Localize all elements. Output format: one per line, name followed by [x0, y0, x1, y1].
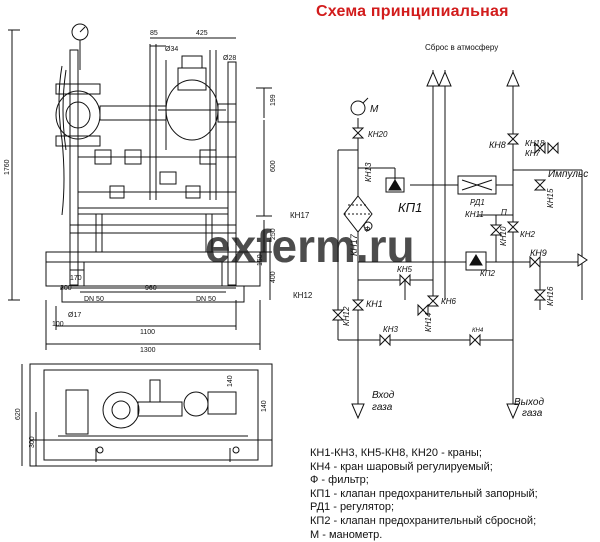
label-kh12: КН12	[342, 306, 351, 326]
dn-outlet: DN 50	[196, 296, 216, 303]
legend-item: Ф - фильтр;	[310, 474, 369, 487]
dim-d28: Ø28	[223, 55, 236, 62]
label-p: П	[501, 208, 507, 217]
label-kp2: КП2	[480, 269, 496, 278]
dim-170: 170	[70, 275, 82, 282]
dim-1300: 1300	[140, 347, 156, 354]
dim-620: 620	[15, 408, 22, 420]
label-kh16: КН16	[546, 286, 555, 306]
label-kh2: КН2	[520, 230, 535, 239]
label-kh4: КН4	[472, 328, 484, 334]
dim-140-b: 140	[261, 400, 268, 412]
vent-label: Сброс в атмосферу	[425, 43, 498, 52]
dim-d17: Ø17	[68, 312, 81, 319]
legend-item: КП2 - клапан предохранительный сбросной;	[310, 514, 537, 527]
label-kp1: КП1	[398, 200, 422, 215]
dim-1760: 1760	[4, 159, 11, 175]
dim-200: 200	[60, 285, 72, 292]
dim-250: 250	[270, 228, 277, 240]
plan-view	[21, 363, 273, 467]
legend-item: КН1-КН3, КН5-КН8, КН20 - краны;	[310, 447, 482, 459]
label-m: М	[370, 104, 379, 115]
dim-300: 300	[29, 436, 36, 448]
dim-150: 150	[257, 254, 264, 266]
label-f: Ф	[364, 225, 371, 234]
dim-85: 85	[150, 30, 158, 37]
dim-100: 100	[52, 321, 64, 328]
side-label-kh12: КН12	[293, 291, 313, 300]
dim-400: 400	[270, 271, 277, 283]
front-dimension-labels: 85 425 Ø34 Ø28 199 600 250 150 400 1760 …	[4, 30, 277, 354]
inlet-label-line2: газа	[372, 402, 393, 413]
label-kh1: КН1	[366, 299, 383, 309]
plan-dimension-labels: 620 300 140 140	[15, 375, 268, 448]
label-kh18: КН18	[525, 139, 545, 148]
side-labels: КН17 КН12	[290, 211, 313, 300]
legend-item: КН4 - кран шаровый регулируемый;	[310, 460, 493, 473]
scheme-title: Схема принципиальная	[316, 3, 509, 20]
label-kh20: КН20	[368, 130, 388, 139]
valve-symbols	[331, 127, 559, 347]
label-kh10: КН10	[499, 226, 508, 246]
label-kh3: КН3	[383, 325, 398, 334]
dim-600: 600	[270, 160, 277, 172]
front-elevation	[8, 23, 272, 350]
label-kh5: КН5	[397, 265, 412, 274]
legend-item: РД1 - регулятор;	[310, 501, 395, 514]
label-kh7: КН7	[525, 149, 540, 158]
label-rd1: РД1	[470, 198, 485, 207]
side-label-kh17: КН17	[290, 211, 310, 220]
dn-inlet: DN 50	[84, 296, 104, 303]
dim-d34: Ø34	[165, 46, 178, 53]
outlet-label-line2: газа	[522, 408, 543, 419]
legend-item: М - манометр.	[310, 528, 383, 541]
legend-item: КП1 - клапан предохранительный запорный;	[310, 487, 538, 500]
dim-1100: 1100	[140, 329, 155, 336]
inlet-label-line1: Вход	[372, 390, 395, 401]
watermark: exferm.ru	[205, 220, 415, 272]
dim-425: 425	[196, 30, 208, 37]
dim-140-a: 140	[227, 375, 234, 387]
outlet-label-line1: Выход	[514, 397, 544, 408]
dim-199: 199	[270, 94, 277, 106]
label-kh13: КН13	[364, 162, 373, 182]
label-kh15: КН15	[546, 188, 555, 208]
principal-scheme	[337, 70, 588, 420]
label-kh8: КН8	[489, 140, 506, 150]
label-impulse: Импульс	[548, 169, 588, 180]
label-kh11: КН11	[465, 210, 484, 219]
legend: КН1-КН3, КН5-КН8, КН20 - краны; КН4 - кр…	[310, 447, 600, 542]
dim-960: 960	[145, 285, 157, 292]
scheme-labels: Сброс в атмосферу М КН20 КН13 КП1 РД1 КН…	[342, 43, 588, 419]
label-kh17: КН17	[349, 233, 359, 256]
label-kh14: КН14	[424, 312, 433, 332]
label-kh9: КН9	[530, 248, 547, 258]
label-kh6: КН6	[441, 297, 456, 306]
